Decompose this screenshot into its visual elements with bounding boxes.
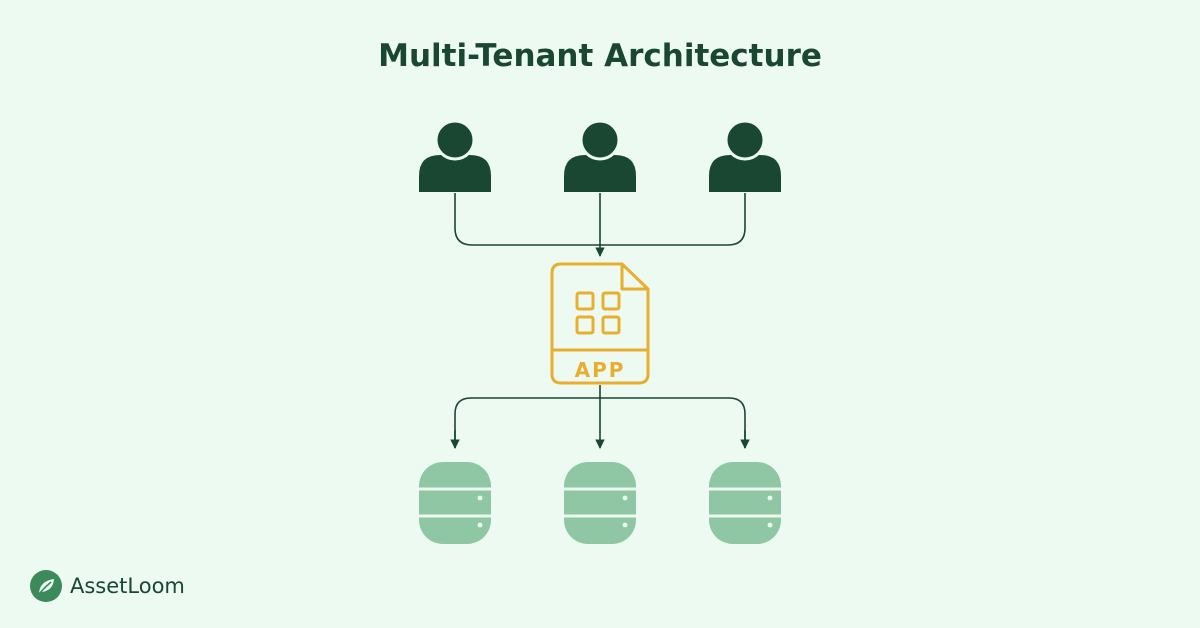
database-connectors [450,385,750,449]
database-icon-2 [564,462,636,544]
tenant-user-icon-2 [564,119,636,192]
brand-name: AssetLoom [70,574,185,598]
tenant-user-icon-1 [419,119,491,192]
app-label: APP [575,358,626,382]
database-icon-1 [419,462,491,544]
tenant-connectors [454,193,746,257]
database-icon-3 [709,462,781,544]
brand-logo: AssetLoom [30,568,185,604]
diagram-title: Multi-Tenant Architecture [378,38,822,74]
tenant-user-icon-3 [709,119,781,192]
leaf-logo-icon [30,570,62,602]
app-document-icon [550,262,650,385]
